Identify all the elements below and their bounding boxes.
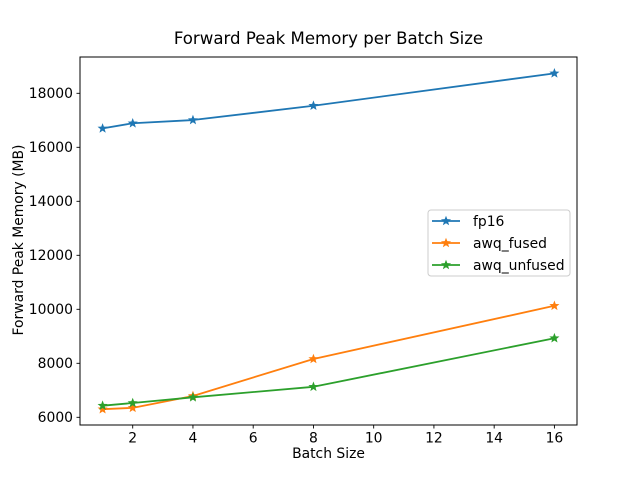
- x-axis-label: Batch Size: [292, 446, 365, 462]
- marker-fp16-x2: [127, 117, 138, 128]
- marker-awq_unfused-x2: [127, 397, 138, 408]
- marker-fp16-x16: [549, 68, 560, 78]
- x-tick-label: 14: [485, 431, 503, 447]
- legend-marker-fp16: [440, 215, 452, 226]
- legend-label-awq_fused: awq_fused: [473, 236, 547, 252]
- marker-fp16-x8: [308, 100, 319, 111]
- x-tick-label: 12: [425, 431, 443, 447]
- marker-awq_fused-x2: [127, 402, 138, 413]
- marker-awq_unfused-x16: [549, 332, 560, 343]
- x-tick-label: 16: [546, 431, 564, 447]
- y-axis-label: Forward Peak Memory (MB): [11, 144, 27, 336]
- marker-awq_unfused-x8: [308, 381, 319, 392]
- legend-box: [427, 209, 571, 277]
- y-tick-label: 12000: [29, 248, 73, 264]
- marker-awq_unfused-x1: [97, 400, 108, 410]
- marker-awq_fused-x1: [97, 403, 108, 414]
- y-tick-label: 14000: [29, 194, 73, 210]
- y-tick-label: 16000: [29, 140, 73, 156]
- marker-awq_fused-x8: [308, 353, 319, 364]
- series-line-awq_fused: [101, 304, 556, 411]
- x-tick-label: 10: [365, 431, 383, 447]
- series-line-awq_unfused: [101, 337, 556, 407]
- y-tick-label: 8000: [38, 356, 73, 372]
- axes-frame: [79, 56, 578, 426]
- marker-fp16-x1: [97, 123, 108, 133]
- marker-fp16-x4: [187, 114, 198, 125]
- x-tick-label: 2: [128, 431, 137, 447]
- y-tick-label: 18000: [29, 86, 73, 102]
- x-tick-label: 6: [249, 431, 258, 447]
- series-line-fp16: [101, 72, 556, 130]
- marker-awq_unfused-x4: [187, 392, 198, 402]
- legend-marker-awq_fused: [440, 237, 452, 248]
- y-tick-label: 10000: [29, 302, 73, 318]
- x-tick-label: 4: [189, 431, 198, 447]
- y-tick-label: 6000: [38, 410, 73, 426]
- x-tick-label: 8: [309, 431, 318, 447]
- chart-title: Forward Peak Memory per Batch Size: [173, 29, 484, 48]
- legend-label-fp16: fp16: [473, 214, 504, 230]
- legend-label-awq_unfused: awq_unfused: [473, 258, 565, 274]
- marker-awq_fused-x16: [549, 300, 560, 311]
- legend-marker-awq_unfused: [440, 259, 452, 270]
